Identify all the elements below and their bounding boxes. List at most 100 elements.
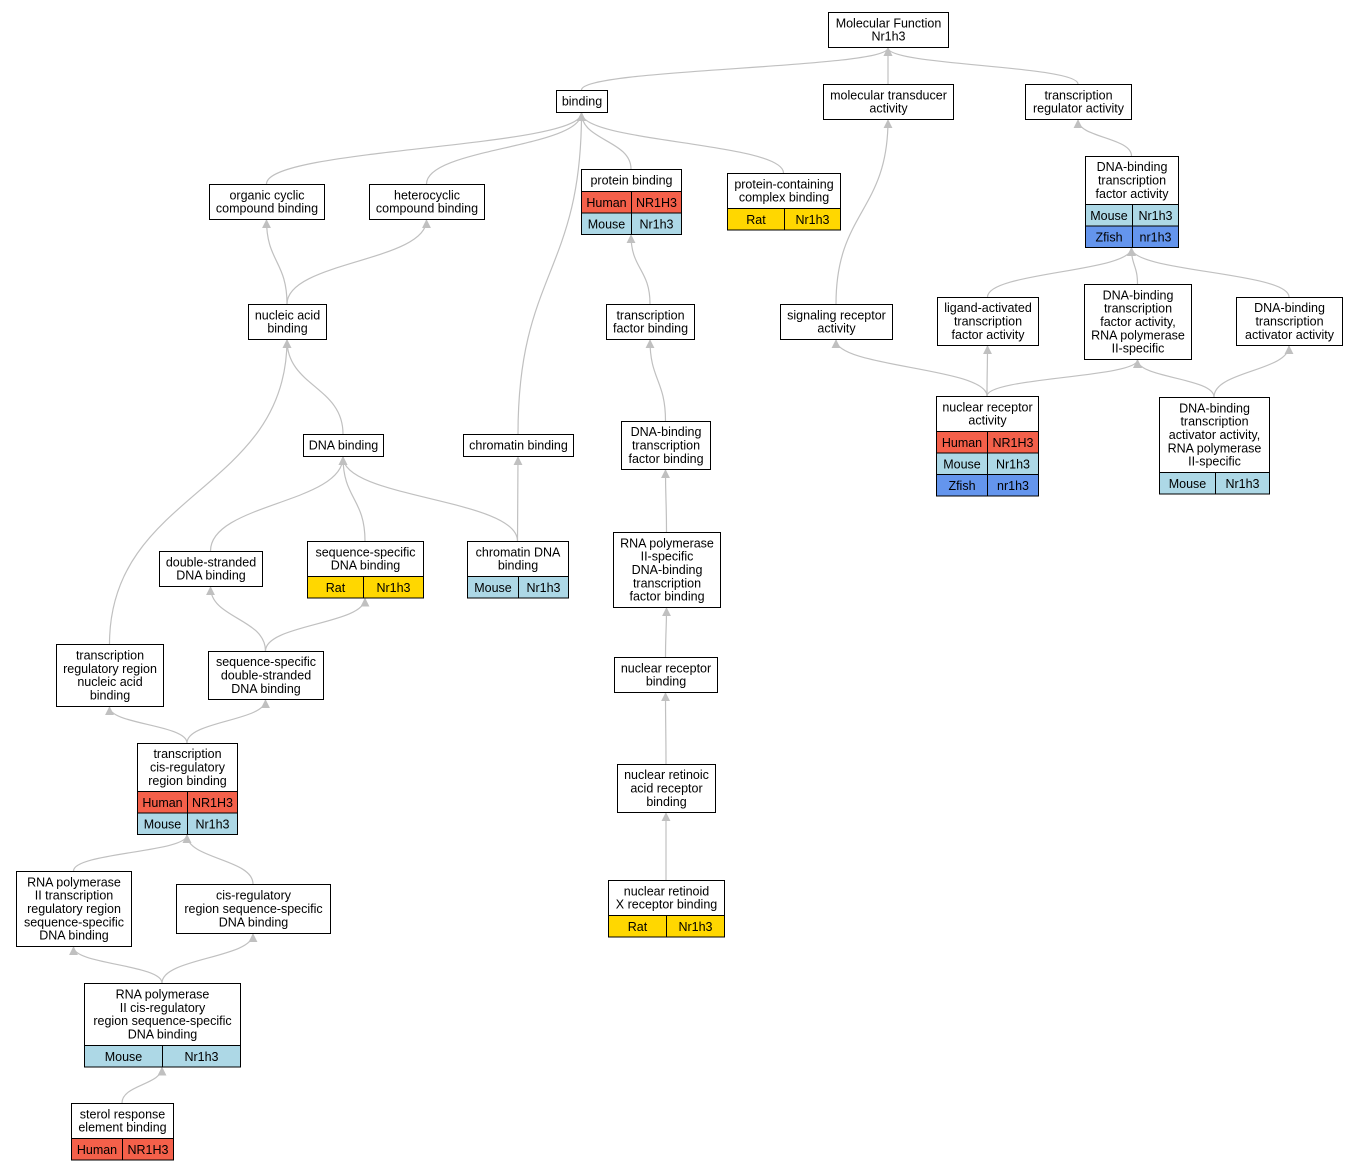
node-label-line: nuclear retinoic: [624, 768, 709, 782]
node-label-line: DNA binding: [219, 915, 289, 929]
edge-rp2crr-to-rp2trr: [69, 946, 163, 984]
edge-dbtfa-to-tra: [1073, 119, 1133, 157]
node-label-line: transcription: [1044, 88, 1112, 102]
node-label-line: DNA binding: [39, 929, 109, 943]
node-label-line: DNA binding: [309, 439, 379, 453]
node-box: [369, 184, 485, 220]
node-rp2dbtfb[interactable]: RNA polymeraseII-specificDNA-bindingtran…: [613, 532, 721, 608]
node-label-line: activity: [869, 102, 908, 116]
node-label-line: transcription: [954, 315, 1022, 329]
node-label-line: binding: [90, 688, 130, 702]
species-label: Human: [942, 436, 982, 450]
node-label-line: cis-regulatory: [216, 889, 292, 903]
node-label-line: protein-containing: [734, 177, 833, 191]
gene-symbol: Nr1h3: [795, 213, 829, 227]
gene-cell: [631, 212, 682, 235]
node-label-line: factor activity,: [1100, 315, 1175, 329]
node-label-line: II-specific: [641, 550, 694, 564]
edge-sreb-to-rp2crr: [121, 1066, 167, 1104]
node-label-line: activity: [968, 414, 1007, 428]
node-box: [727, 173, 841, 209]
gene-symbol: nr1h3: [997, 479, 1029, 493]
node-label-line: binding: [267, 322, 307, 336]
node-box: [1085, 156, 1179, 205]
node-label-line: RNA polymerase: [1091, 328, 1185, 342]
node-label-line: nucleic acid: [255, 308, 320, 322]
node-label-line: double-stranded: [166, 555, 256, 569]
edge-nrb-to-rp2dbtfb: [661, 607, 671, 658]
gene-symbol: Nr1h3: [376, 581, 410, 595]
gene-symbol: NR1H3: [192, 796, 233, 810]
species-label: Mouse: [474, 581, 512, 595]
gene-cell: [518, 576, 569, 599]
edge-chdb-to-dnab: [338, 456, 519, 542]
node-label-line: RNA polymerase: [27, 875, 121, 889]
node-label-line: chromatin binding: [469, 439, 568, 453]
edge-dbtaap2-to-dbtaa: [1213, 345, 1294, 398]
gene-cell: [987, 474, 1039, 497]
node-box: [1084, 284, 1192, 360]
gene-cell: [363, 576, 424, 599]
edge-binding-to-mf: [580, 47, 893, 91]
node-label-line: DNA binding: [331, 559, 401, 573]
edge-occb-to-binding: [265, 112, 586, 185]
edge-nab-to-hccb: [286, 219, 431, 305]
node-chb[interactable]: chromatin binding: [463, 434, 574, 457]
node-label-line: DNA binding: [231, 682, 301, 696]
node-label-line: II cis-regulatory: [120, 1001, 206, 1015]
node-label-line: molecular transducer: [830, 88, 947, 102]
node-box: [208, 651, 324, 700]
node-label-line: transcription: [1180, 415, 1248, 429]
node-label-line: factor binding: [613, 322, 688, 336]
node-box: [614, 657, 718, 693]
gene-cell: [162, 1045, 241, 1068]
node-label-line: regulator activity: [1033, 102, 1125, 116]
node-label-line: activity: [817, 322, 856, 336]
edge-dbtaa-to-dbtfa: [1127, 247, 1290, 298]
edge-chdb-to-chb: [513, 456, 523, 542]
edges-layer: [69, 47, 1294, 1104]
node-label-line: organic cyclic: [229, 188, 304, 202]
node-binding[interactable]: binding: [556, 90, 608, 113]
gene-cell: [666, 915, 725, 938]
node-dnab[interactable]: DNA binding: [303, 434, 384, 457]
edge-nra-to-dbtfap2: [986, 359, 1142, 397]
node-label-line: RNA polymerase: [620, 536, 714, 550]
edge-dbtfb-to-tfb: [645, 339, 667, 422]
node-box: [56, 644, 164, 707]
node-label-line: X receptor binding: [616, 898, 718, 912]
node-label-line: DNA binding: [176, 569, 246, 583]
gene-cell: [784, 208, 841, 231]
